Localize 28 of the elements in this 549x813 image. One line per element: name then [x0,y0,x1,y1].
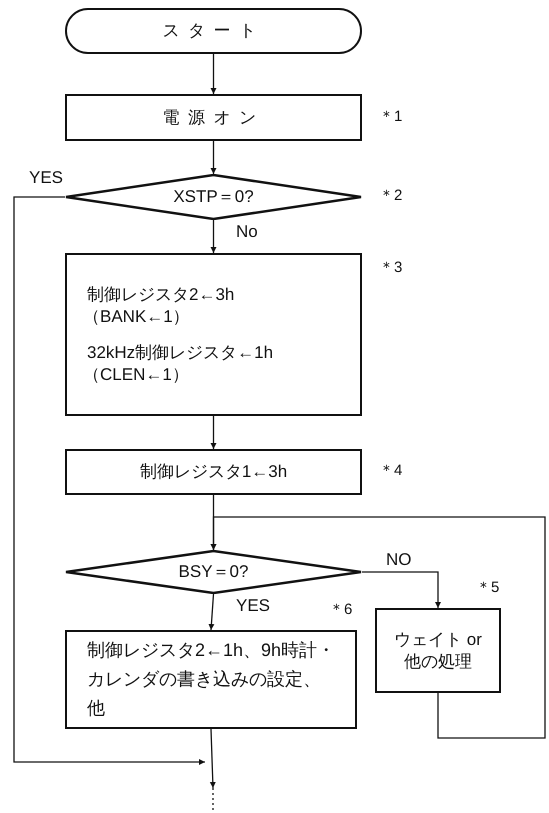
arrow [13,196,205,765]
arrow [210,54,216,94]
process-box [65,253,362,416]
arrow [208,594,214,630]
box-text: XSTP＝0? [173,186,254,208]
arrow [210,516,546,739]
process-box [65,449,362,495]
process-box [375,608,501,693]
box-text: スタート [162,20,264,42]
process-box [65,630,357,729]
box-text: 32kHz制御レジスタ←1h [87,342,274,364]
box-text: 制御レジスタ2←3h [87,284,234,306]
box-text: ウェイト or 他の処理 [393,628,483,672]
decision-diamond [65,550,362,594]
arrow [210,728,216,788]
arrow [210,220,216,253]
arrow [210,141,216,174]
arrow [210,416,216,449]
box-text: （BANK←1） [83,306,190,328]
box-text: BSY＝0? [178,561,248,583]
arrow [362,571,441,608]
process-box [65,94,362,141]
terminal-box [65,8,362,54]
box-text: 電源オン [162,106,264,128]
decision-diamond [65,174,362,220]
box-text: 制御レジスタ1←3h [140,461,288,483]
box-text: 制御レジスタ2←1h、9h時計・カレンダの書き込みの設定、他 [87,639,336,720]
box-text: （CLEN←1） [83,364,189,386]
